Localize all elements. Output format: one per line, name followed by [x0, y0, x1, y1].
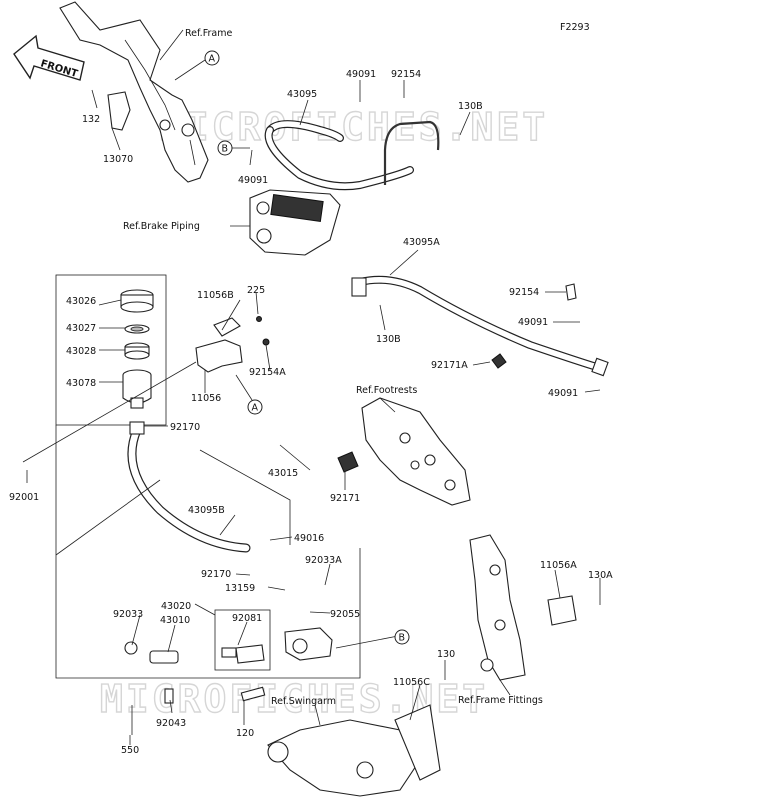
part-label-130a: 130A [588, 570, 613, 581]
piston-box [214, 609, 271, 671]
part-label-43095b: 43095B [188, 505, 225, 516]
part-label-550: 550 [121, 745, 139, 756]
part-label-225: 225 [247, 285, 265, 296]
part-label-49091-right-top: 49091 [518, 317, 548, 328]
part-label-92171: 92171 [330, 493, 360, 504]
marker-b-low: B [394, 629, 410, 645]
part-label-43095: 43095 [287, 89, 317, 100]
ref-frame-label: Ref.Frame [185, 28, 232, 39]
part-label-92033a: 92033A [305, 555, 342, 566]
reservoir-box [55, 274, 167, 426]
part-label-49016: 49016 [294, 533, 324, 544]
part-label-92081: 92081 [232, 613, 262, 624]
part-label-92170-top: 92170 [170, 422, 200, 433]
part-label-43095a: 43095A [403, 237, 440, 248]
part-label-49091-left: 49091 [238, 175, 268, 186]
part-label-132: 132 [82, 114, 100, 125]
abs-unit [249, 189, 341, 256]
part-label-92001: 92001 [9, 492, 39, 503]
clamp-92171 [337, 451, 359, 473]
ref-swingarm-label: Ref.Swingarm [271, 696, 336, 707]
brake-pipe [383, 120, 440, 185]
part-label-43027: 43027 [66, 323, 96, 334]
hose-clamp [129, 421, 145, 435]
part-label-11056c: 11056C [393, 677, 430, 688]
part-label-49091-top: 49091 [346, 69, 376, 80]
svg-text:B: B [399, 633, 406, 644]
part-label-130: 130 [437, 649, 455, 660]
reservoir-diaphragm-plate [124, 324, 150, 334]
frame-part [59, 1, 209, 183]
part-label-92170-bottom: 92170 [201, 569, 231, 580]
svg-text:B: B [222, 144, 229, 155]
clamp-92171a [491, 353, 507, 369]
part-label-92043: 92043 [156, 718, 186, 729]
reservoir-diaphragm [124, 342, 150, 360]
part-label-130b-top: 130B [458, 101, 483, 112]
hose-joint [351, 277, 367, 297]
part-label-92154-top: 92154 [391, 69, 421, 80]
part-label-13159: 13159 [225, 583, 255, 594]
figure-code: F2293 [560, 22, 590, 33]
front-arrow-icon: FRONT [13, 34, 85, 81]
part-label-92055: 92055 [330, 609, 360, 620]
ref-brake-piping-label: Ref.Brake Piping [123, 221, 200, 232]
reservoir-tank [122, 369, 152, 409]
frame-fittings [469, 534, 577, 681]
part-label-92171a: 92171A [431, 360, 468, 371]
part-label-43020: 43020 [161, 601, 191, 612]
part-label-120: 120 [236, 728, 254, 739]
svg-text:A: A [252, 403, 259, 414]
bracket-11056 [195, 316, 270, 373]
reservoir-cap [120, 289, 154, 313]
swingarm [267, 704, 441, 797]
part-label-92154a: 92154A [249, 367, 286, 378]
footrest-bracket [337, 397, 471, 506]
part-label-92154-right: 92154 [509, 287, 539, 298]
master-cylinder [124, 627, 333, 735]
watermark-top: MICROFICHES.NET [160, 105, 548, 149]
part-label-43015: 43015 [268, 468, 298, 479]
part-label-11056: 11056 [191, 393, 221, 404]
part-label-13070: 13070 [103, 154, 133, 165]
part-label-130b-mid: 130B [376, 334, 401, 345]
banjo-bolt-92154 [565, 283, 577, 301]
part-label-92033: 92033 [113, 609, 143, 620]
part-label-43026: 43026 [66, 296, 96, 307]
leader-lines [22, 29, 601, 745]
ref-footrests-label: Ref.Footrests [356, 385, 417, 396]
part-label-43028: 43028 [66, 346, 96, 357]
svg-text:A: A [209, 54, 216, 65]
marker-b-top: B [217, 140, 233, 156]
part-label-11056b: 11056B [197, 290, 234, 301]
part-label-43078: 43078 [66, 378, 96, 389]
part-label-11056a: 11056A [540, 560, 577, 571]
part-label-43010: 43010 [160, 615, 190, 626]
marker-a-mid: A [247, 399, 263, 415]
part-label-49091-right-bottom: 49091 [548, 388, 578, 399]
marker-a-top: A [204, 50, 220, 66]
ref-frame-fittings-label: Ref.Frame Fittings [458, 695, 543, 706]
